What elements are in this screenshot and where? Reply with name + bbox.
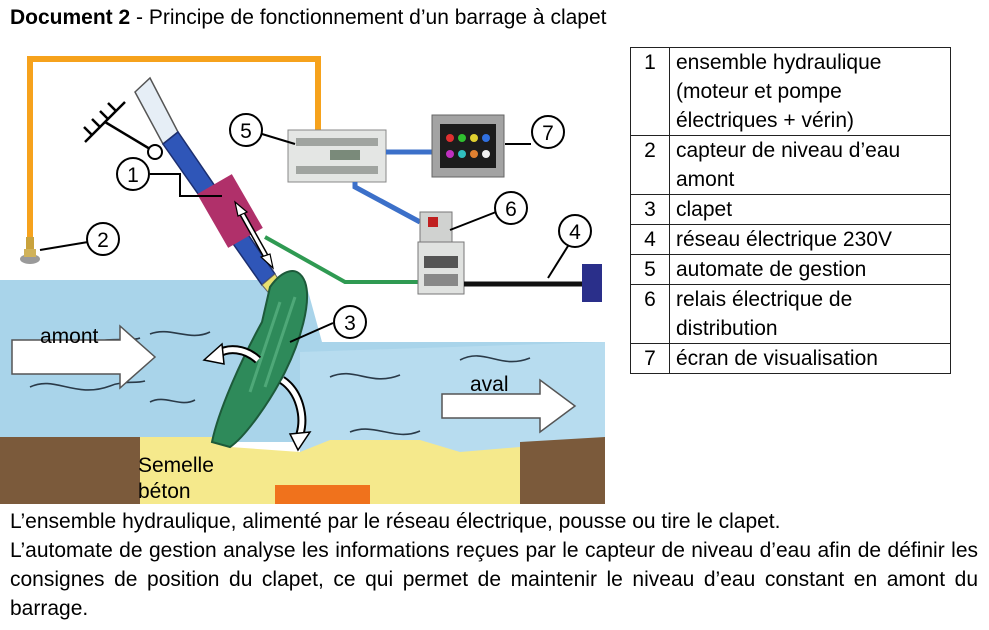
stroke-double-arrow <box>234 200 274 270</box>
foundation-label-line1: Semelle <box>138 454 214 477</box>
foundation-base-block <box>275 485 370 504</box>
legend-number: 4 <box>630 224 670 255</box>
explanation-line-1: L’ensemble hydraulique, alimenté par le … <box>10 510 781 533</box>
legend-number: 6 <box>630 284 670 344</box>
callout-2-number: 2 <box>97 229 109 252</box>
legend-text: clapet <box>669 194 951 225</box>
foundation-label: Semelle béton <box>138 454 220 503</box>
callout-4: 4 <box>558 214 592 248</box>
callout-7: 7 <box>531 115 565 149</box>
legend-row: 7 écran de visualisation <box>630 343 951 374</box>
callout-3: 3 <box>333 305 367 339</box>
power-network-bar <box>582 264 602 302</box>
legend-row: 5 automate de gestion <box>630 254 951 285</box>
legend-row: 3 clapet <box>630 194 951 225</box>
legend-row: 2 capteur de niveau d’eau amont <box>630 135 951 195</box>
legend-number: 2 <box>630 135 670 195</box>
legend-number: 5 <box>630 254 670 285</box>
callout-5-number: 5 <box>240 120 252 143</box>
concrete-foundation <box>140 437 520 504</box>
gate-ribs <box>248 296 297 393</box>
riverbed-ground-right <box>520 437 605 504</box>
downstream-flow-arrow <box>441 378 577 434</box>
dam-diagram: amont aval Semelle béton <box>0 56 605 504</box>
explanation-line-2: L’automate de gestion analyse les inform… <box>10 539 978 620</box>
callout-6: 6 <box>494 191 528 225</box>
upstream-label: amont <box>40 325 99 348</box>
upstream-flow-arrow <box>11 324 157 390</box>
document-title: Document 2 - Principe de fonctionnement … <box>10 6 606 30</box>
legend-text: relais électrique de distribution <box>669 284 951 344</box>
legend-text: capteur de niveau d’eau amont <box>669 135 951 195</box>
legend-table: 1 ensemble hydraulique (moteur et pompe … <box>630 47 951 374</box>
callout-2: 2 <box>86 222 120 256</box>
legend-number: 7 <box>630 343 670 374</box>
relay-unit <box>417 211 465 295</box>
callout-7-number: 7 <box>542 122 554 145</box>
riverbed-ground <box>0 437 140 504</box>
document-number: Document 2 <box>10 6 131 29</box>
legend-text: automate de gestion <box>669 254 951 285</box>
legend-text: ensemble hydraulique (moteur et pompe él… <box>669 47 951 136</box>
water-level-sensor <box>20 237 40 264</box>
legend-text: écran de visualisation <box>669 343 951 374</box>
sensor-cable <box>27 56 321 240</box>
legend-row: 6 relais électrique de distribution <box>630 284 951 344</box>
display-screen <box>431 114 505 178</box>
legend-number: 1 <box>630 47 670 136</box>
downstream-label: aval <box>470 373 509 396</box>
relay-cable <box>264 235 420 284</box>
callout-1-number: 1 <box>127 164 139 187</box>
callout-5: 5 <box>229 113 263 147</box>
anchor-mount <box>83 101 156 154</box>
document-subtitle: - Principe de fonctionnement d’un barrag… <box>130 6 607 29</box>
controller-relay-cable <box>352 182 422 225</box>
legend-number: 3 <box>630 194 670 225</box>
callout-4-number: 4 <box>569 221 581 244</box>
explanation-paragraph: L’ensemble hydraulique, alimenté par le … <box>10 507 978 623</box>
legend-row: 1 ensemble hydraulique (moteur et pompe … <box>630 47 951 136</box>
pivot-joint <box>147 144 163 160</box>
foundation-label-line2: béton <box>138 480 191 503</box>
legend-text: réseau électrique 230V <box>669 224 951 255</box>
callout-3-number: 3 <box>344 312 356 335</box>
gate-rotation-arrows <box>202 342 312 452</box>
legend-row: 4 réseau électrique 230V <box>630 224 951 255</box>
motor-pump-box <box>197 174 263 248</box>
callout-6-number: 6 <box>505 198 517 221</box>
callout-1: 1 <box>116 157 150 191</box>
controller-unit <box>287 129 387 183</box>
